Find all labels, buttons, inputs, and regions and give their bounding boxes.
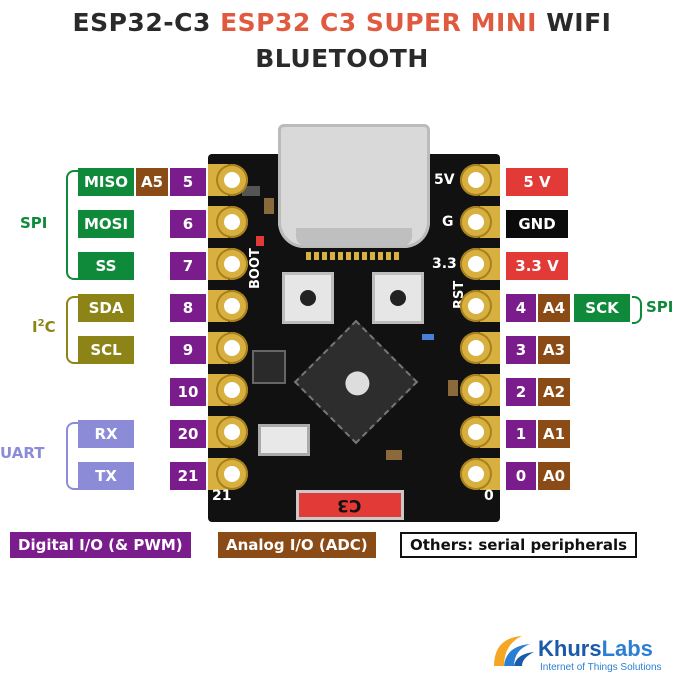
khurslabs-logo-icon xyxy=(490,632,536,672)
i2c-tail: C xyxy=(44,318,56,336)
legend-digital: Digital I/O (& PWM) xyxy=(10,532,191,558)
usb-pads xyxy=(306,252,402,260)
blue-component xyxy=(422,334,434,340)
label-gpio6: 6 xyxy=(170,210,206,238)
label-gpio20: 20 xyxy=(170,420,206,448)
title-part1: ESP32-C3 xyxy=(72,8,221,37)
esp32c3-chip xyxy=(293,319,419,445)
led xyxy=(256,236,264,246)
label-gpio3: 3 xyxy=(506,336,536,364)
label-mosi: MOSI xyxy=(78,210,134,238)
crystal xyxy=(258,424,310,456)
title-part3: WIFI xyxy=(536,8,612,37)
label-gpio4: 4 xyxy=(506,294,536,322)
label-sda: SDA xyxy=(78,294,134,322)
diode xyxy=(242,186,260,196)
silk-3v3: 3.3 xyxy=(432,256,457,272)
boot-label: BOOT xyxy=(248,248,263,289)
label-gnd: GND xyxy=(506,210,568,238)
right-pad-4[interactable] xyxy=(460,290,492,322)
khurslabs-logo-svg xyxy=(494,636,534,666)
right-pad-2[interactable] xyxy=(460,206,492,238)
label-a0: A0 xyxy=(538,462,570,490)
page-title: ESP32-C3 ESP32 C3 SUPER MINI WIFI xyxy=(0,8,684,38)
i2c-brace xyxy=(66,296,78,364)
legend-analog: Analog I/O (ADC) xyxy=(218,532,376,558)
silk-21: 21 xyxy=(212,488,232,504)
right-pad-5[interactable] xyxy=(460,332,492,364)
label-ss: SS xyxy=(78,252,134,280)
label-gpio21: 21 xyxy=(170,462,206,490)
reset-button[interactable] xyxy=(372,272,424,324)
label-a1: A1 xyxy=(538,420,570,448)
left-pad-6[interactable] xyxy=(216,374,248,406)
i2c-sup: 2 xyxy=(37,318,45,329)
usb-c-connector xyxy=(278,124,430,248)
silk-g: G xyxy=(442,214,454,230)
label-gpio7: 7 xyxy=(170,252,206,280)
brand-name: KhursLabs xyxy=(538,636,653,662)
silk-5v: 5V xyxy=(434,172,455,188)
i2c-base: I xyxy=(32,318,38,336)
legend-others: Others: serial peripherals xyxy=(400,532,638,558)
spi-left-group-label: SPI xyxy=(20,214,48,232)
regulator xyxy=(252,350,286,384)
i2c-group-label: I2C xyxy=(32,318,56,336)
label-miso: MISO xyxy=(78,168,134,196)
espressif-logo-icon xyxy=(345,371,370,396)
left-pad-1[interactable] xyxy=(216,164,248,196)
brand-tagline: Internet of Things Solutions xyxy=(540,662,662,673)
label-a4: A4 xyxy=(538,294,570,322)
label-a2: A2 xyxy=(538,378,570,406)
page-title-line2: BLUETOOTH xyxy=(255,44,429,73)
uart-group-label: UART xyxy=(0,444,45,462)
label-gpio5: 5 xyxy=(170,168,206,196)
label-3v3: 3.3 V xyxy=(506,252,568,280)
capacitor-1 xyxy=(264,198,274,214)
brand-name-b: Labs xyxy=(601,636,653,661)
spi-right-group-label: SPI xyxy=(646,298,674,316)
capacitor-3 xyxy=(386,450,402,460)
spi-left-brace xyxy=(66,170,78,280)
label-a3: A3 xyxy=(538,336,570,364)
c3-badge-text: C3 xyxy=(337,495,362,515)
label-gpio10: 10 xyxy=(170,378,206,406)
left-pad-4[interactable] xyxy=(216,290,248,322)
spi-right-brace xyxy=(632,296,642,324)
uart-brace xyxy=(66,422,78,490)
c3-badge: C3 xyxy=(296,490,404,520)
brand-name-a: Khurs xyxy=(538,636,602,661)
label-5v: 5 V xyxy=(506,168,568,196)
label-a5: A5 xyxy=(136,168,168,196)
label-sck: SCK xyxy=(574,294,630,322)
left-pad-5[interactable] xyxy=(216,332,248,364)
left-pad-7[interactable] xyxy=(216,416,248,448)
label-rx: RX xyxy=(78,420,134,448)
boot-button-cap xyxy=(300,290,316,306)
left-pad-2[interactable] xyxy=(216,206,248,238)
esp32c3-board: BOOT RST 5V G 3.3 21 0 C3 xyxy=(208,124,500,522)
label-gpio8: 8 xyxy=(170,294,206,322)
title-part2: ESP32 C3 SUPER MINI xyxy=(220,8,537,37)
right-pad-3[interactable] xyxy=(460,248,492,280)
reset-button-cap xyxy=(390,290,406,306)
right-pad-8[interactable] xyxy=(460,458,492,490)
capacitor-2 xyxy=(448,380,458,396)
label-gpio9: 9 xyxy=(170,336,206,364)
boot-button[interactable] xyxy=(282,272,334,324)
right-pad-1[interactable] xyxy=(460,164,492,196)
right-pad-6[interactable] xyxy=(460,374,492,406)
right-pad-7[interactable] xyxy=(460,416,492,448)
label-gpio0: 0 xyxy=(506,462,536,490)
left-pad-8[interactable] xyxy=(216,458,248,490)
label-tx: TX xyxy=(78,462,134,490)
silk-0: 0 xyxy=(484,488,494,504)
usb-c-port xyxy=(296,228,412,246)
label-scl: SCL xyxy=(78,336,134,364)
left-pad-3[interactable] xyxy=(216,248,248,280)
label-gpio1: 1 xyxy=(506,420,536,448)
label-gpio2: 2 xyxy=(506,378,536,406)
